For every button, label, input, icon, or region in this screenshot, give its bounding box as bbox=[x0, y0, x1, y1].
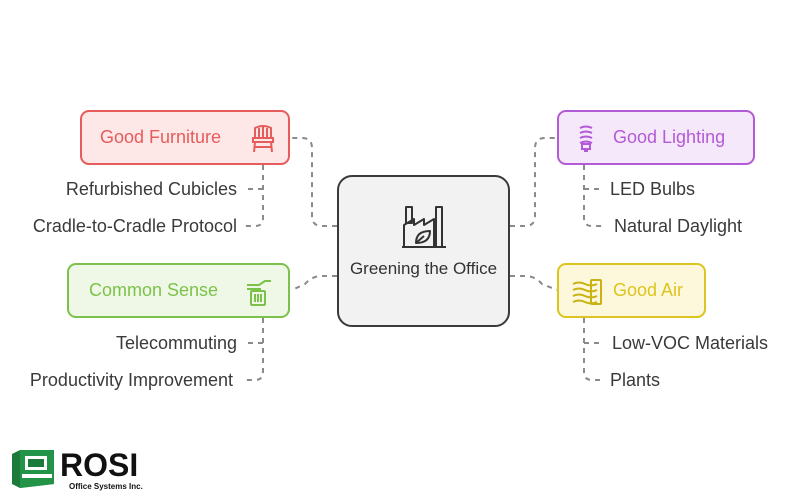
leaf-refurbished-cubicles: Refurbished Cubicles bbox=[65, 179, 237, 199]
branch-good-air: Good Air bbox=[557, 263, 706, 318]
light-bulb-icon bbox=[579, 125, 593, 152]
branch-good-lighting: Good Lighting bbox=[557, 110, 755, 165]
leaf-plants: Plants bbox=[610, 370, 661, 390]
logo-name: ROSI bbox=[60, 447, 139, 483]
branch-good-furniture: Good Furniture bbox=[80, 110, 290, 165]
leaf-cradle-to-cradle-protocol: Cradle-to-Cradle Protocol bbox=[32, 216, 237, 236]
air-waves-icon bbox=[572, 279, 602, 305]
branch-label: Good Furniture bbox=[100, 127, 222, 147]
leaf-natural-daylight: Natural Daylight bbox=[614, 216, 743, 236]
leaf-low-voc-materials: Low-VOC Materials bbox=[612, 333, 769, 353]
branch-label: Good Lighting bbox=[613, 127, 726, 147]
rosi-logo: ROSI Office Systems Inc. bbox=[12, 448, 147, 494]
branch-label: Good Air bbox=[613, 280, 684, 300]
logo-tagline: Office Systems Inc. bbox=[69, 482, 143, 491]
center-title: Greening the Office bbox=[349, 259, 498, 278]
center-node: Greening the Office bbox=[337, 175, 510, 327]
leaf-led-bulbs: LED Bulbs bbox=[610, 179, 696, 199]
leaf-productivity-improvement: Productivity Improvement bbox=[29, 370, 233, 390]
leaf-telecommuting: Telecommuting bbox=[115, 333, 237, 353]
factory-leaf-icon bbox=[401, 206, 446, 248]
chair-icon bbox=[252, 125, 274, 153]
branch-label: Common Sense bbox=[89, 280, 219, 300]
rosi-logo-mark bbox=[12, 450, 54, 488]
recycle-bin-hand-icon bbox=[247, 280, 271, 306]
branch-common-sense: Common Sense bbox=[67, 263, 290, 318]
